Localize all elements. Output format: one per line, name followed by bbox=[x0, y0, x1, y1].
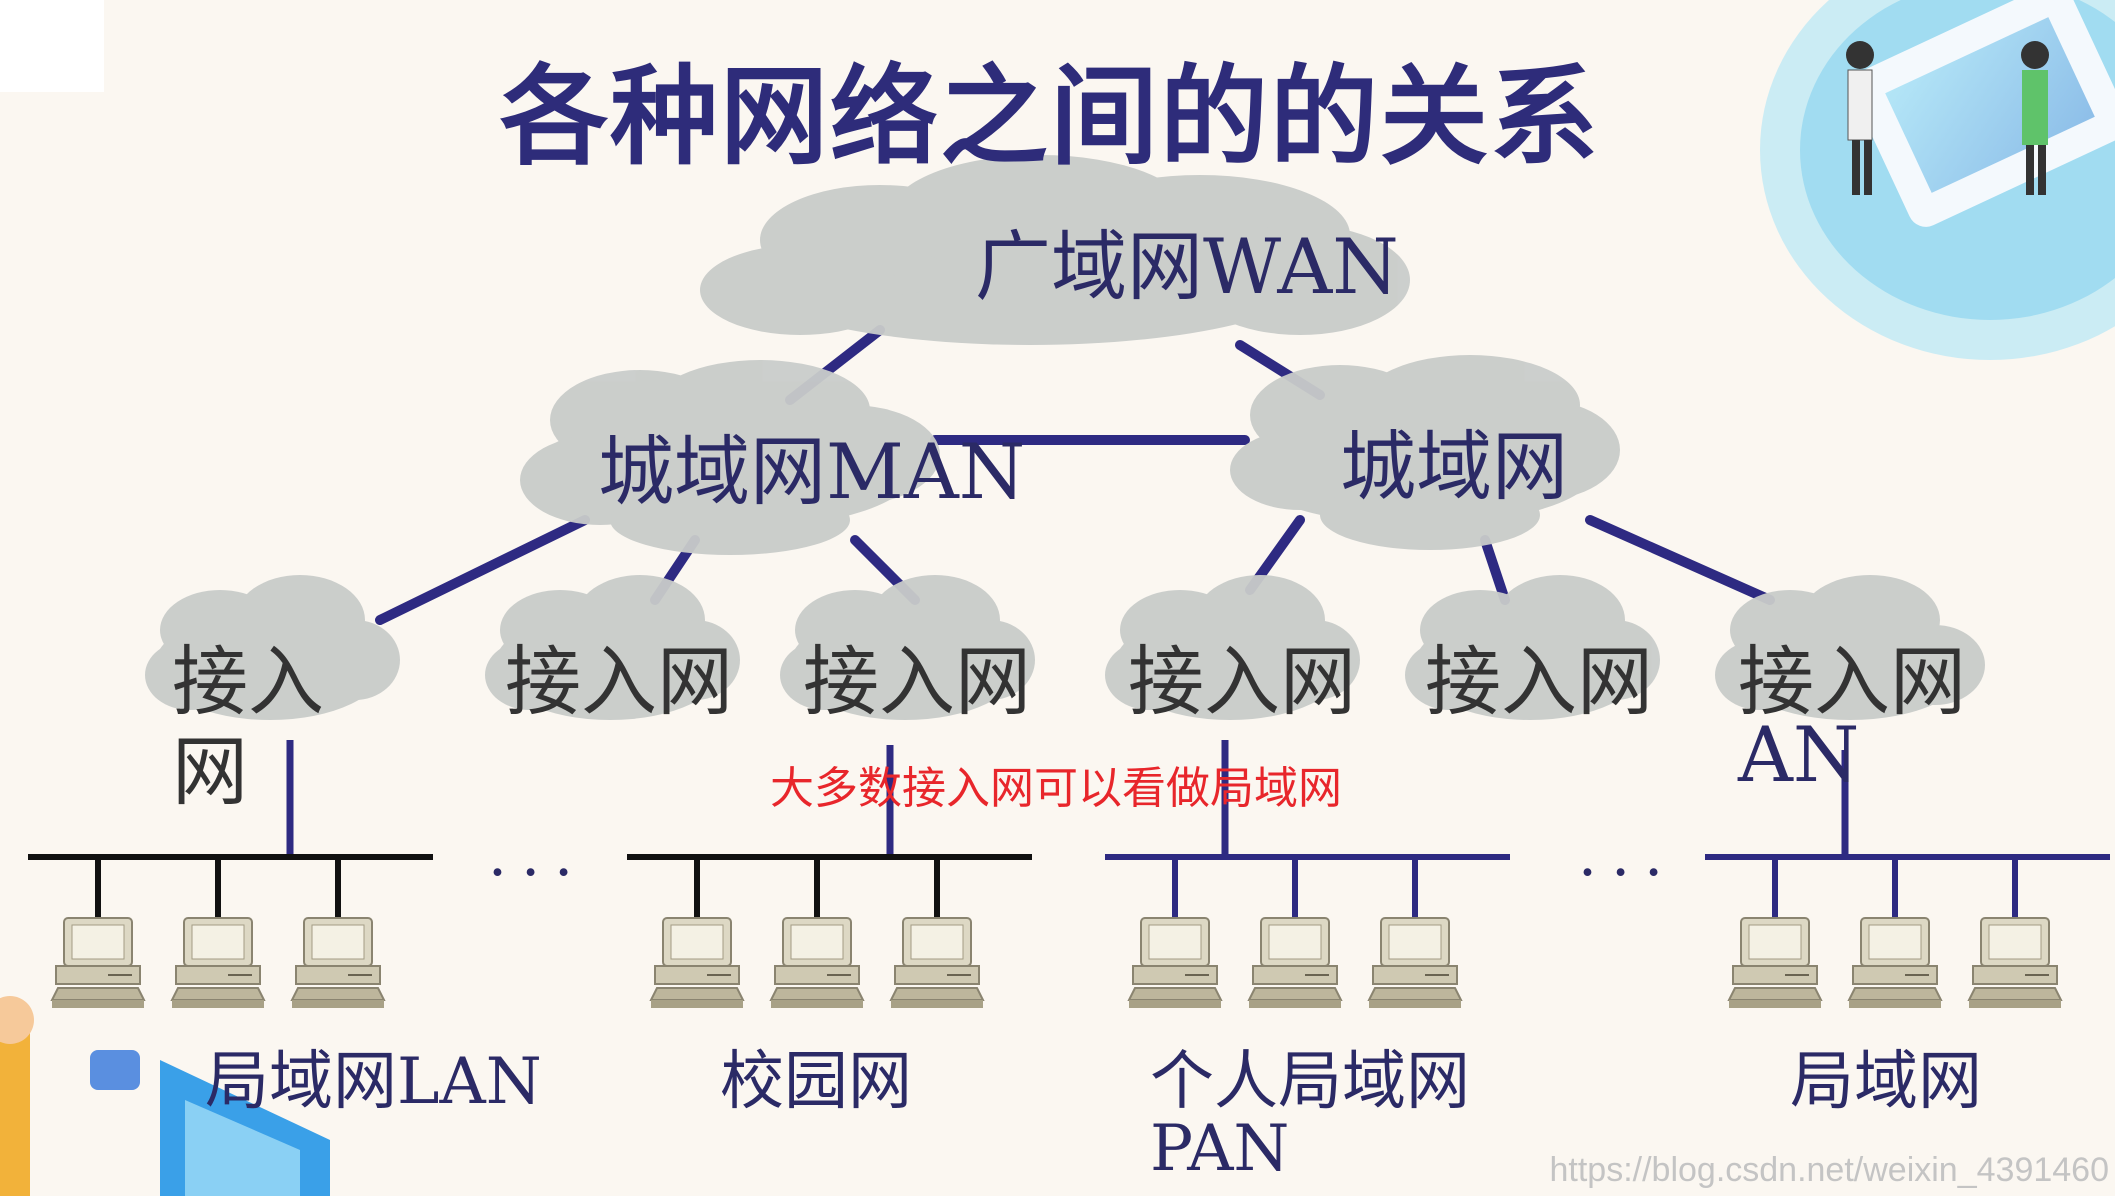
cloud-access-4 bbox=[1105, 575, 1360, 720]
man-left-label: 城域网MAN bbox=[598, 427, 1026, 516]
access-net-3-label: 接入网 bbox=[803, 637, 1031, 726]
access-net-6-line2: AN bbox=[1738, 710, 1860, 799]
decorative-illustration-top-right bbox=[1760, 0, 2115, 360]
computer-icon bbox=[1247, 917, 1343, 1008]
access-net-6-line1: 接入网 bbox=[1738, 637, 1966, 726]
lan-bus-4 bbox=[1705, 854, 2110, 920]
lan-label-1: 局域网LAN bbox=[205, 1045, 542, 1119]
man-right-label: 城域网 bbox=[1340, 422, 1568, 511]
corner-white-patch bbox=[0, 0, 104, 92]
ellipsis-right: ··· bbox=[1578, 838, 1678, 908]
computer-icon bbox=[1367, 917, 1463, 1008]
annotation-note: 大多数接入网可以看做局域网 bbox=[770, 763, 1342, 814]
lan-label-4: 局域网 bbox=[1790, 1045, 1982, 1119]
access-net-1-line1: 接入 bbox=[172, 637, 324, 726]
lan-label-2: 校园网 bbox=[720, 1045, 912, 1119]
computers bbox=[50, 917, 2063, 1008]
decorative-illustration-bottom-left bbox=[0, 996, 330, 1196]
cloud-access-6 bbox=[1715, 575, 1985, 720]
access-net-5-label: 接入网 bbox=[1425, 637, 1653, 726]
lan-label-3-line1: 个人局域网 bbox=[1150, 1045, 1470, 1119]
computer-icon bbox=[1127, 917, 1223, 1008]
computer-icon bbox=[1967, 917, 2063, 1008]
computer-icon bbox=[649, 917, 745, 1008]
access-net-4-label: 接入网 bbox=[1128, 637, 1356, 726]
access-drops bbox=[286, 740, 1849, 855]
computer-icon bbox=[1727, 917, 1823, 1008]
cloud-access-1 bbox=[145, 575, 400, 720]
lan-bus-3 bbox=[1105, 854, 1510, 920]
access-net-2-label: 接入网 bbox=[505, 637, 733, 726]
ellipsis-left: ··· bbox=[488, 838, 588, 908]
page-title: 各种网络之间的的关系 bbox=[500, 55, 1601, 180]
cloud-access-3 bbox=[780, 575, 1035, 720]
watermark-url: https://blog.csdn.net/weixin_4391460 bbox=[1549, 1151, 2109, 1189]
wan-label: 广域网WAN bbox=[975, 222, 1399, 311]
computer-icon bbox=[889, 917, 985, 1008]
computer-icon bbox=[50, 917, 146, 1008]
cloud-man-right bbox=[1230, 355, 1620, 550]
cloud-access-5 bbox=[1405, 575, 1660, 720]
cloud-access-2 bbox=[485, 575, 740, 720]
computer-icon bbox=[170, 917, 266, 1008]
cloud-man-left bbox=[520, 360, 940, 555]
computer-icon bbox=[1847, 917, 1943, 1008]
computer-icon bbox=[769, 917, 865, 1008]
lan-bus-2 bbox=[627, 854, 1032, 920]
lan-label-3-line2: PAN bbox=[1150, 1112, 1290, 1186]
access-net-1-line2: 网 bbox=[172, 727, 248, 816]
lan-bus-1 bbox=[28, 854, 433, 920]
cloud-wan bbox=[700, 155, 1410, 345]
computer-icon bbox=[290, 917, 386, 1008]
